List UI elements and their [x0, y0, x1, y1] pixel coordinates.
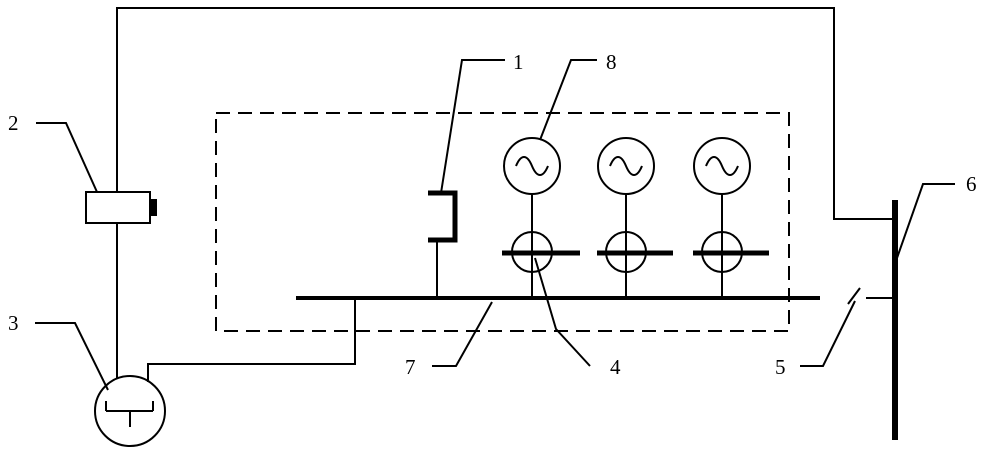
label-7: 7	[405, 355, 416, 379]
meter-symbol	[105, 401, 154, 427]
leader-1	[440, 59, 505, 194]
generator-unit-1	[502, 137, 580, 298]
sine-wave	[705, 156, 739, 176]
label-4: 4	[610, 355, 621, 379]
leader-7	[432, 301, 493, 367]
leader-3	[35, 322, 109, 391]
label-6: 6	[966, 172, 977, 196]
sine-wave	[515, 156, 549, 176]
leader-8	[539, 59, 597, 141]
leader-5	[800, 300, 856, 367]
dashed-enclosure	[215, 112, 790, 332]
switch-blade	[847, 287, 861, 305]
label-8: 8	[606, 50, 617, 74]
meter-icon	[94, 375, 166, 447]
switch-icon	[847, 287, 893, 305]
leader-6	[896, 183, 955, 259]
label-5: 5	[775, 355, 786, 379]
top-control-wire	[116, 7, 893, 220]
label-3: 3	[8, 311, 19, 335]
sensor-terminal	[150, 199, 157, 216]
sine-wave	[609, 156, 643, 176]
label-1: 1	[513, 50, 524, 74]
capacitor-icon	[428, 190, 458, 298]
capacitor-bracket	[428, 190, 458, 243]
leader-2	[36, 122, 98, 193]
sensor-device	[85, 191, 157, 224]
generator-unit-2	[597, 137, 673, 298]
label-2: 2	[8, 111, 19, 135]
sensor-body	[85, 191, 151, 224]
generator-unit-3	[693, 137, 769, 298]
bus-to-meter-wire	[147, 298, 356, 382]
leader-4	[534, 257, 591, 367]
